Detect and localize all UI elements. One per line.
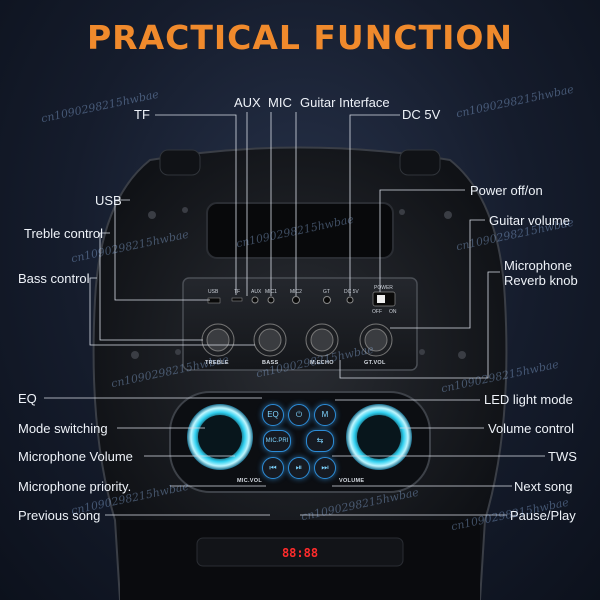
- callout-mode: Mode switching: [18, 421, 108, 436]
- knob-label-treble: TREBLE: [205, 360, 229, 366]
- dial-label-micvol: MIC.VOL: [237, 478, 263, 484]
- mode-button[interactable]: M: [314, 404, 336, 426]
- callout-dc5v: DC 5V: [402, 107, 441, 122]
- switch-off-label: OFF: [372, 309, 382, 315]
- knob-label-echo: M.ECHO: [310, 360, 334, 366]
- callout-pause-play: Pause/Play: [510, 508, 576, 523]
- dial-label-volume: VOLUME: [339, 478, 365, 484]
- pause-play-button[interactable]: ⏯: [288, 457, 310, 479]
- callout-usb: USB: [95, 193, 122, 208]
- callout-tws: TWS: [548, 449, 577, 464]
- port-label: GT: [323, 289, 330, 295]
- callout-mic: MIC: [268, 95, 292, 110]
- callout-guitar-interface: Guitar Interface: [300, 95, 390, 110]
- callout-treble: Treble control: [24, 226, 103, 241]
- port-label: TF: [234, 289, 241, 295]
- callout-aux: AUX: [234, 95, 261, 110]
- callout-bass: Bass control: [18, 271, 90, 286]
- callout-reverb: Reverb knob: [504, 273, 578, 288]
- previous-song-button[interactable]: ⏮: [262, 457, 284, 479]
- callout-eq: EQ: [18, 391, 37, 406]
- next-song-button[interactable]: ⏭: [314, 457, 336, 479]
- callout-volume: Volume control: [488, 421, 574, 436]
- callout-mic-volume: Microphone Volume: [18, 449, 133, 464]
- port-label: AUX: [251, 289, 262, 295]
- eq-button[interactable]: EQ: [262, 404, 284, 426]
- callout-power: Power off/on: [470, 183, 543, 198]
- led-mode-button[interactable]: ⏻: [288, 404, 310, 426]
- callout-next: Next song: [514, 479, 573, 494]
- port-label: USB: [208, 289, 219, 295]
- port-label: POWER: [374, 285, 393, 291]
- switch-on-label: ON: [389, 309, 397, 315]
- led-display: 88:88: [281, 546, 319, 560]
- callout-microphone: Microphone: [504, 258, 572, 273]
- mic-priority-button[interactable]: MIC.PRI: [263, 430, 291, 452]
- callout-mic-priority: Microphone priority.: [18, 479, 132, 494]
- page-title: PRACTICAL FUNCTION: [86, 18, 514, 57]
- knob-label-bass: BASS: [262, 360, 279, 366]
- callout-tf: TF: [134, 107, 150, 122]
- knob-label-gtvol: GT.VOL: [364, 360, 386, 366]
- port-label: DC 5V: [344, 289, 359, 295]
- callout-led-mode: LED light mode: [484, 392, 573, 407]
- callout-previous: Previous song: [18, 508, 101, 523]
- tws-button[interactable]: ⇆: [306, 430, 334, 452]
- callout-guitar-volume: Guitar volume: [489, 213, 570, 228]
